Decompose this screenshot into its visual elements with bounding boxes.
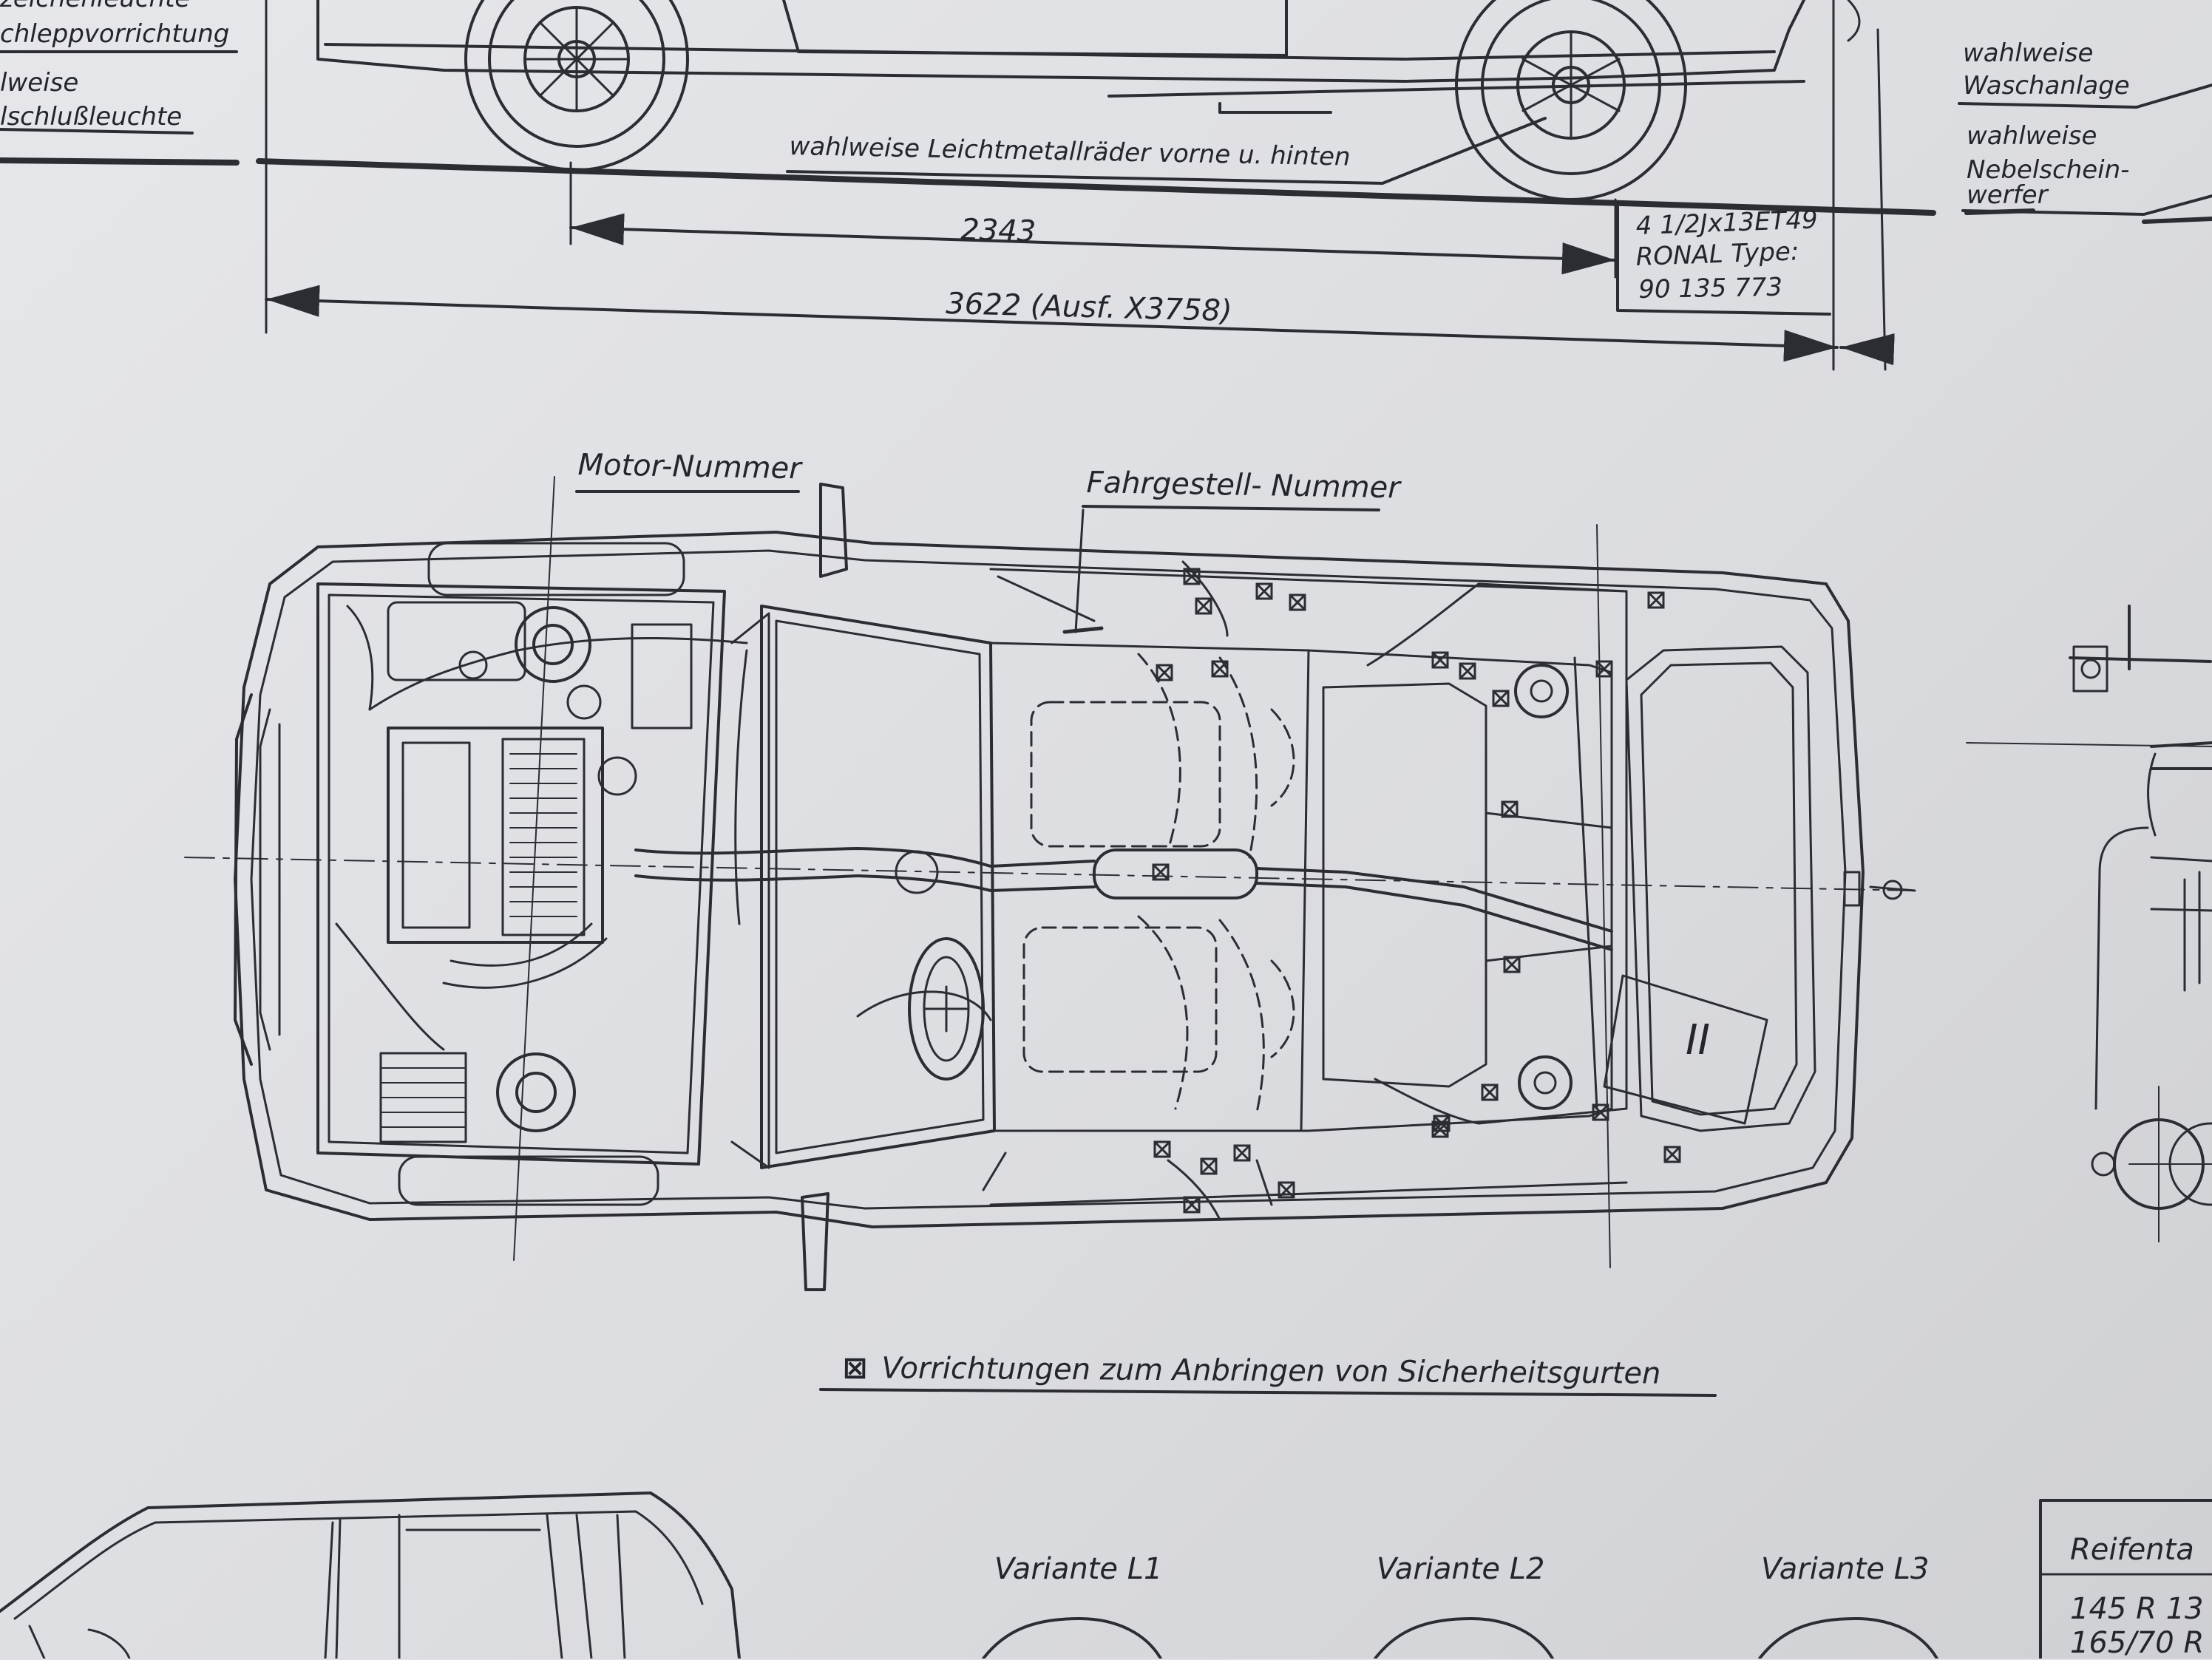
tire-table-header: Reifenta (2070, 1533, 2194, 1567)
side-view (0, 0, 2212, 371)
wheel-variants (982, 1617, 1938, 1659)
top-left-fragment-label: zeichenleuchte (0, 0, 190, 13)
belt-anchor-marks (1152, 568, 1681, 1214)
top-view (184, 476, 2212, 1291)
variant-l3-label: Variante L3 (1761, 1552, 1930, 1586)
washer-system-label: Waschanlage (1963, 71, 2130, 101)
wheelbase-dimension: 2343 (960, 213, 1037, 249)
fog-optional-label: wahlweise (1967, 121, 2097, 151)
tire-table (2039, 1499, 2212, 1659)
battery-mark-label: II (1686, 1016, 1711, 1064)
engine-number-label: Motor-Nummer (577, 448, 802, 486)
tire-table-row-2: 165/70 R (2070, 1626, 2205, 1660)
crossed-square-icon: ⊠ (842, 1351, 868, 1386)
tire-table-row-1: 145 R 13 (2070, 1592, 2204, 1626)
fog-lamp-label-1: Nebelschein- (1967, 155, 2130, 185)
side-detail (2069, 605, 2212, 1242)
engine-bay (316, 542, 748, 1206)
bottom-side-view (0, 1491, 741, 1659)
optional-fragment-label: lweise (0, 68, 79, 98)
rim-maker-label: RONAL Type: (1635, 237, 1799, 272)
fog-lamp-label-2: werfer (1967, 180, 2048, 210)
rim-number-label: 90 135 773 (1638, 272, 1783, 305)
rear-wheel (1455, 0, 1687, 201)
seat-outlines (1022, 653, 1295, 1114)
rear-fog-lamp-label: lschlußleuchte (0, 102, 183, 132)
chassis-number-label: Fahrgestell- Nummer (1086, 466, 1401, 506)
variant-l2-label: Variante L2 (1377, 1552, 1545, 1586)
belt-legend-text: Vorrichtungen zum Anbringen von Sicherhe… (881, 1351, 1661, 1391)
washer-optional-label: wahlweise (1963, 38, 2094, 68)
tow-device-label: chleppvorrichtung (0, 19, 230, 49)
variant-l1-label: Variante L1 (994, 1552, 1163, 1586)
front-wheel (464, 0, 689, 171)
belt-legend: ⊠ Vorrichtungen zum Anbringen von Sicher… (843, 1351, 1661, 1391)
